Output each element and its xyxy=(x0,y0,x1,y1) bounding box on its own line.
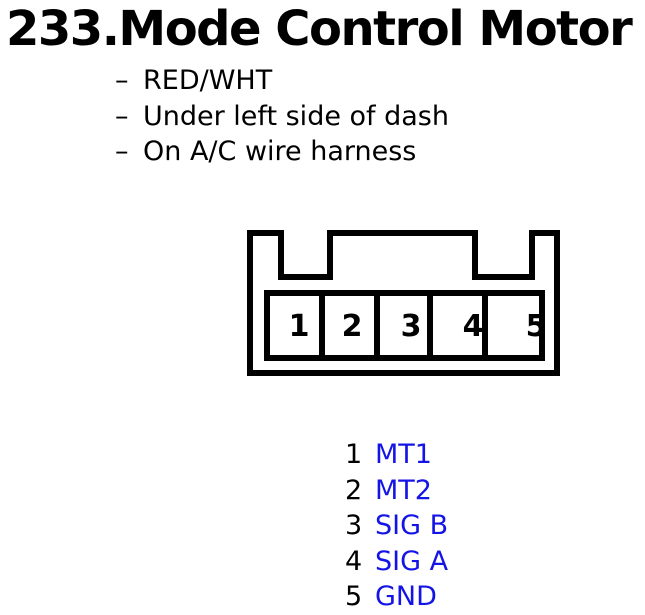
pin-number: 2 xyxy=(345,474,363,506)
pin-assignment-row: 5 GND xyxy=(345,579,448,615)
note-item: –RED/WHT xyxy=(115,63,449,99)
connector-pin-number-2: 2 xyxy=(341,309,363,344)
connector-pin-number-3: 3 xyxy=(400,309,422,344)
connector-diagram: 1 2 3 4 5 xyxy=(247,230,563,378)
connector-pin-number-4: 4 xyxy=(462,309,484,344)
pin-label: MT1 xyxy=(375,439,432,470)
note-text: On A/C wire harness xyxy=(143,136,417,168)
pin-label: SIG B xyxy=(375,510,449,542)
dash-bullet: – xyxy=(115,100,129,132)
pin-assignment-row: 3 SIG B xyxy=(345,508,448,544)
note-text: RED/WHT xyxy=(143,65,273,96)
notes-list: –RED/WHT –Under left side of dash –On A/… xyxy=(115,63,449,170)
connector-pin-number-1: 1 xyxy=(288,309,310,344)
pin-number: 1 xyxy=(345,439,363,470)
pin-assignment-list: 1 MT1 2 MT2 3 SIG B 4 SIG A 5 GND xyxy=(345,437,448,615)
note-item: –On A/C wire harness xyxy=(115,134,449,170)
note-text: Under left side of dash xyxy=(143,100,449,132)
pin-label: MT2 xyxy=(375,474,432,506)
connector-outline xyxy=(247,230,560,376)
connector-pin-number-5: 5 xyxy=(525,309,547,344)
pin-number: 3 xyxy=(345,510,363,542)
note-item: –Under left side of dash xyxy=(115,99,449,135)
pin-assignment-row: 4 SIG A xyxy=(345,544,448,580)
pin-label: GND xyxy=(375,581,437,613)
pin-label: SIG A xyxy=(375,545,449,577)
page-title: 233.Mode Control Motor xyxy=(6,1,633,57)
pin-assignment-row: 2 MT2 xyxy=(345,473,448,509)
pin-assignment-row: 1 MT1 xyxy=(345,437,448,473)
pin-number: 4 xyxy=(345,545,363,577)
pin-number: 5 xyxy=(345,581,363,613)
dash-bullet: – xyxy=(115,136,129,168)
dash-bullet: – xyxy=(115,65,129,96)
